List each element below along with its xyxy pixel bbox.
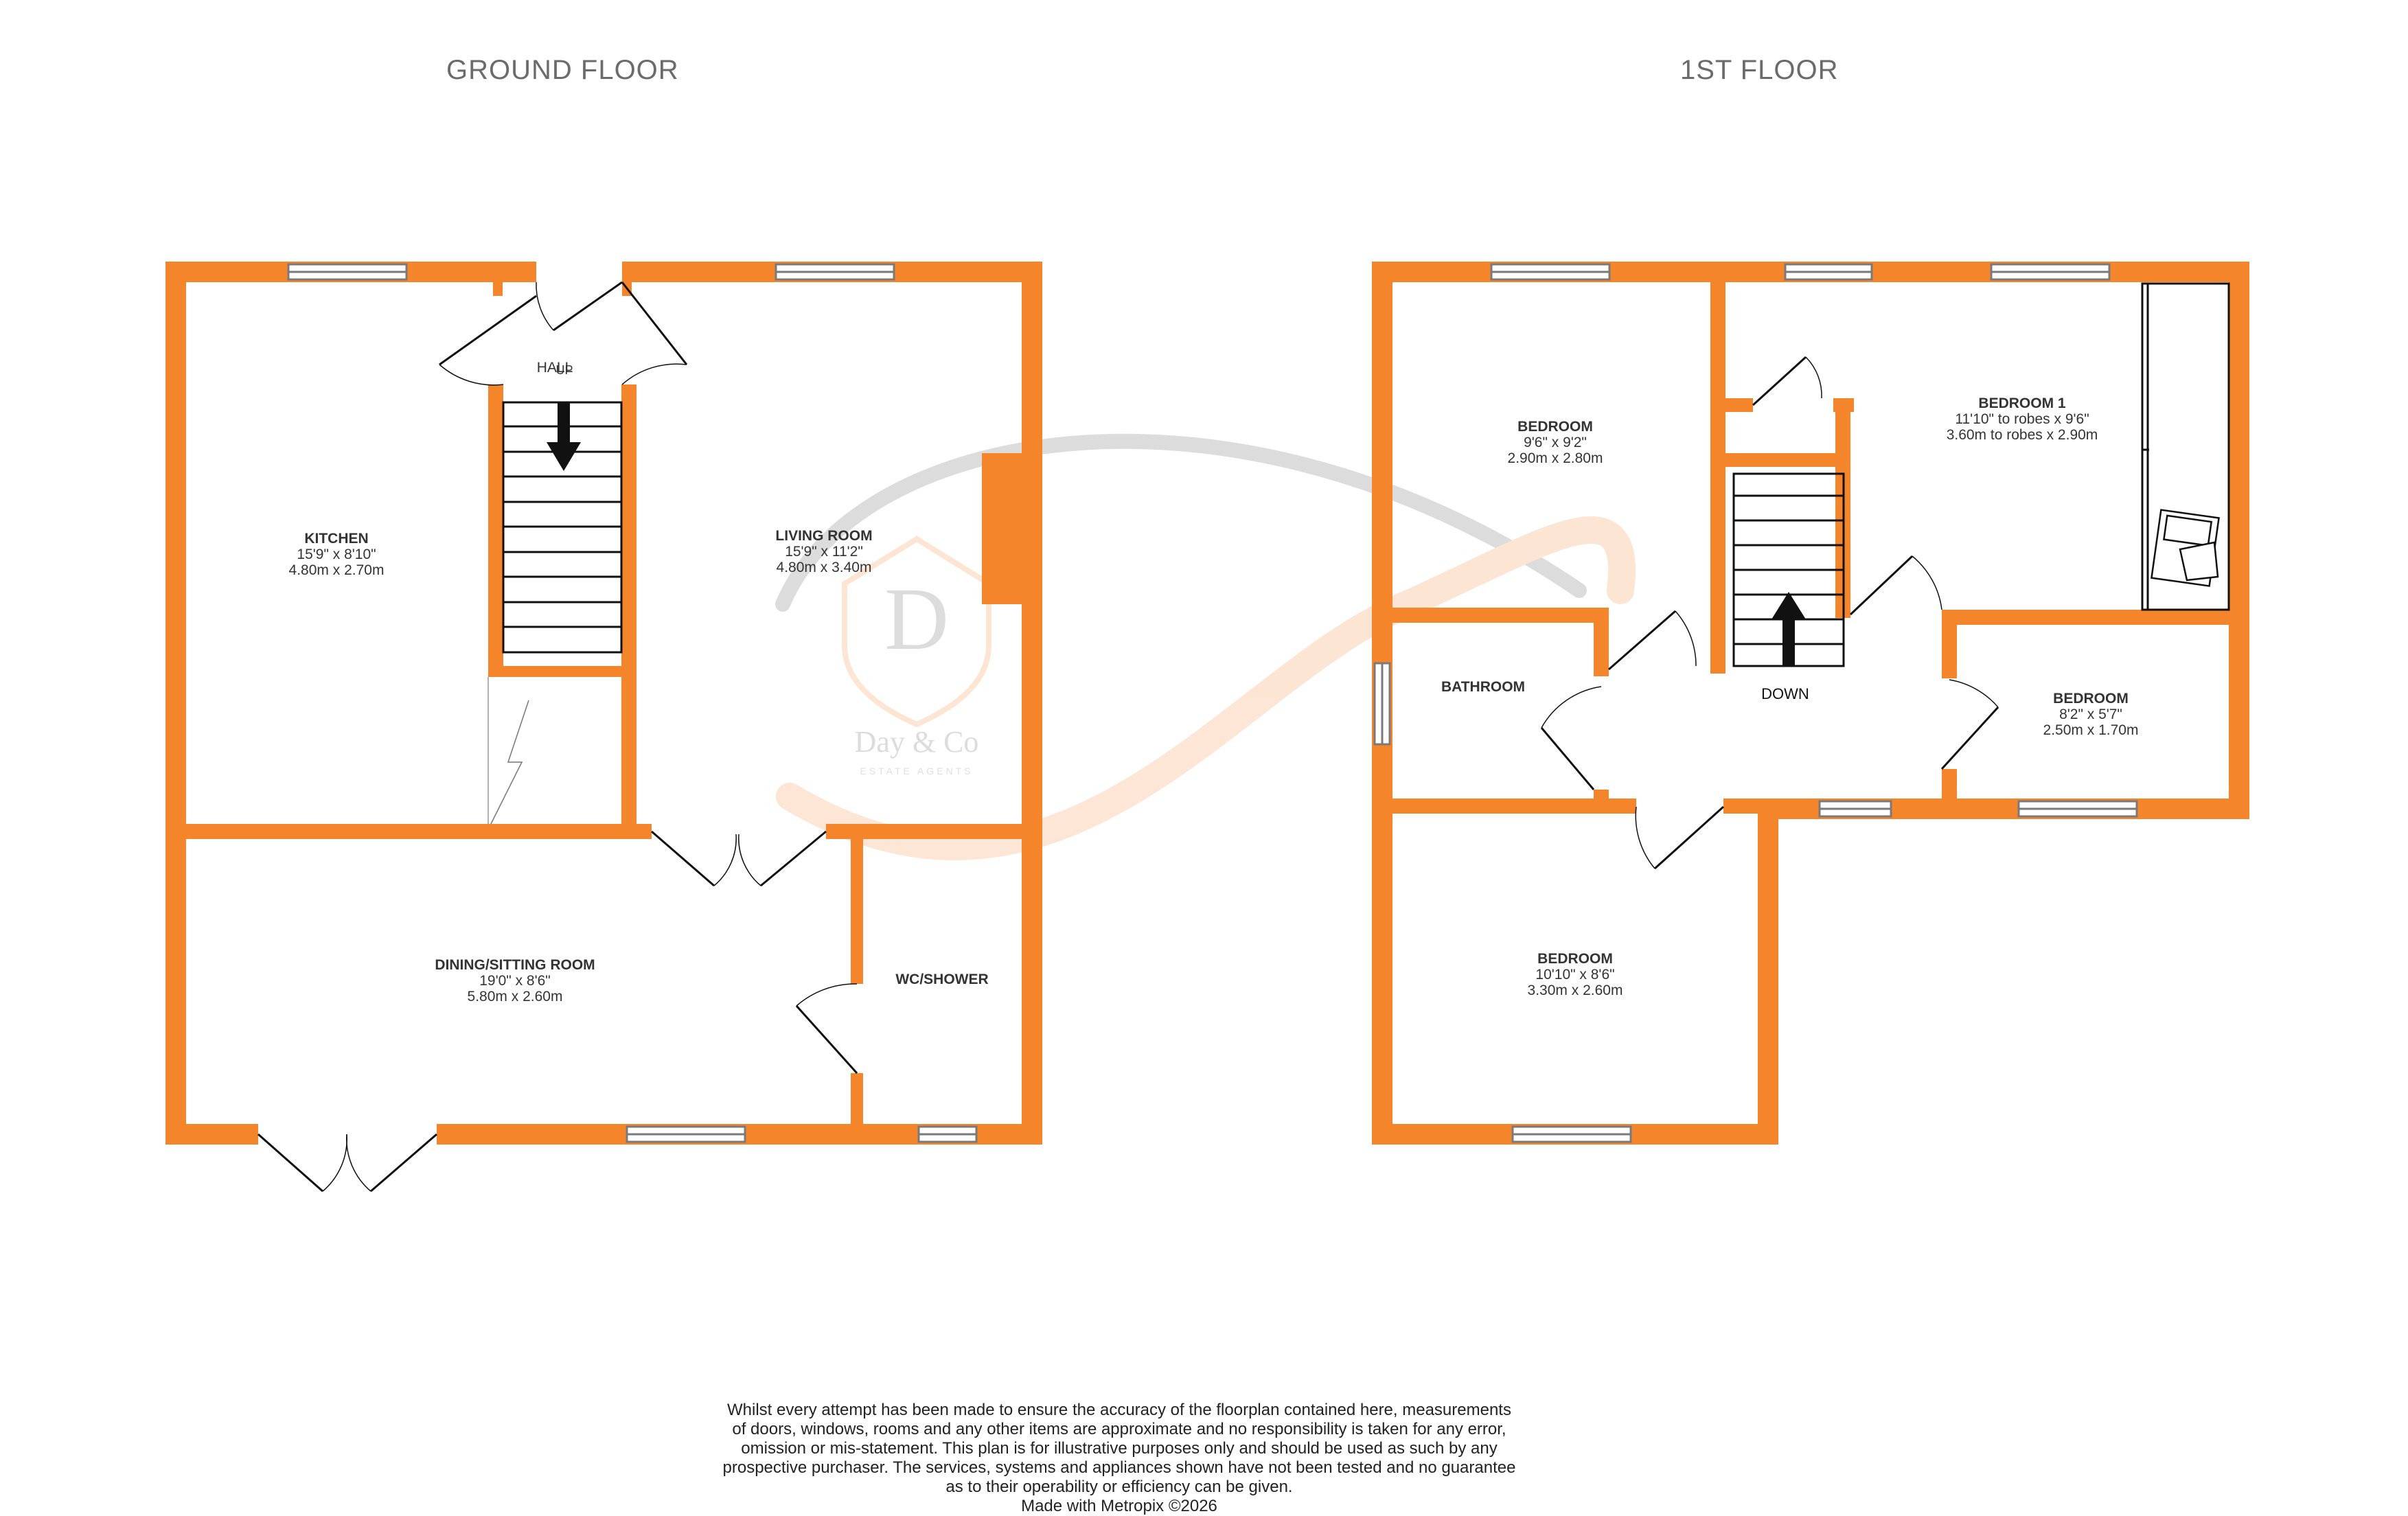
first-stairs xyxy=(1732,472,1845,667)
dining-imperial: 19'0" x 8'6" xyxy=(479,973,551,989)
hall-name: HALL xyxy=(537,360,573,376)
kitchen-imperial: 15'9" x 8'10" xyxy=(297,547,376,562)
bathroom-name: BATHROOM xyxy=(1441,679,1525,695)
bed-b-imperial: 8'2" x 5'7" xyxy=(2059,707,2122,722)
living-imperial: 15'9" x 11'2" xyxy=(785,544,863,560)
bed1-metric: 3.60m to robes x 2.90m xyxy=(1947,427,2098,443)
bed-c-imperial: 10'10" x 8'6" xyxy=(1535,967,1614,983)
ground-floor-plan: KITCHEN 15'9" x 8'10" 4.80m x 2.70m LIVI… xyxy=(165,262,1042,1193)
kitchen-metric: 4.80m x 2.70m xyxy=(289,562,385,578)
door-leaf xyxy=(553,281,623,332)
kitchen-name: KITCHEN xyxy=(304,531,368,547)
dining-name: DINING/SITTING ROOM xyxy=(435,957,595,973)
watermark-tagline: ESTATE AGENTS xyxy=(860,766,973,777)
first-floor-title: 1ST FLOOR xyxy=(1680,55,1839,85)
watermark-shield-icon xyxy=(842,536,991,728)
dining-metric: 5.80m x 2.60m xyxy=(468,989,563,1004)
ground-floor-windows xyxy=(287,263,978,1143)
ground-stairs xyxy=(502,401,623,654)
living-name: LIVING ROOM xyxy=(775,528,872,544)
ground-floor-doors xyxy=(257,281,858,1193)
disclaimer-line: prospective purchaser. The services, sys… xyxy=(722,1458,1516,1477)
bed-c-metric: 3.30m x 2.60m xyxy=(1528,983,1623,998)
first-floor-windows xyxy=(1373,263,2138,1143)
watermark-brand: Day & Co xyxy=(855,725,979,759)
disclaimer-line: Whilst every attempt has been made to en… xyxy=(727,1401,1511,1419)
ground-floor-walls xyxy=(165,262,1042,1145)
disclaimer: Whilst every attempt has been made to en… xyxy=(673,1401,1566,1516)
watermark-letter: D xyxy=(884,570,949,669)
living-metric: 4.80m x 3.40m xyxy=(777,560,872,575)
bed-b-name: BEDROOM xyxy=(2053,691,2129,707)
watermark-swoosh-grey xyxy=(775,433,1587,612)
bed1-name: BEDROOM 1 xyxy=(1978,395,2066,411)
door-leaf xyxy=(621,282,688,365)
bed-icon xyxy=(2151,509,2220,587)
wc-name: WC/SHOWER xyxy=(895,972,988,987)
bed-a-name: BEDROOM xyxy=(1517,419,1593,435)
door-leaf xyxy=(439,295,537,366)
disclaimer-line: as to their operability or efficiency ca… xyxy=(945,1478,1293,1496)
bed-c-name: BEDROOM xyxy=(1537,951,1613,967)
bed1-imperial: 11'10" to robes x 9'6" xyxy=(1955,411,2089,427)
first-floor-plan: BEDROOM 9'6" x 9'2" 2.90m x 2.80m BEDROO… xyxy=(1372,262,2249,1145)
ground-floor-title: GROUND FLOOR xyxy=(446,55,679,85)
first-floor-doors xyxy=(1540,356,1999,870)
watermark-swoosh-orange xyxy=(776,516,1636,860)
disclaimer-line: omission or mis-statement. This plan is … xyxy=(741,1439,1498,1458)
bed-a-imperial: 9'6" x 9'2" xyxy=(1524,435,1587,450)
bed-b-metric: 2.50m x 1.70m xyxy=(2043,722,2139,738)
stairs-arrow-icon xyxy=(1771,592,1806,619)
landing-stairs-label: DOWN xyxy=(1761,685,1809,702)
first-floor-walls xyxy=(1372,262,2249,1145)
hall-stairs-label: UP xyxy=(555,363,573,377)
bed-a-metric: 2.90m x 2.80m xyxy=(1508,450,1603,466)
watermark-logo: D Day & Co ESTATE AGENTS xyxy=(775,433,1636,860)
stairs-arrow-icon xyxy=(547,442,581,471)
metropix-credit: Made with Metropix ©2026 xyxy=(1021,1497,1217,1515)
disclaimer-line: of doors, windows, rooms and any other i… xyxy=(732,1420,1506,1438)
